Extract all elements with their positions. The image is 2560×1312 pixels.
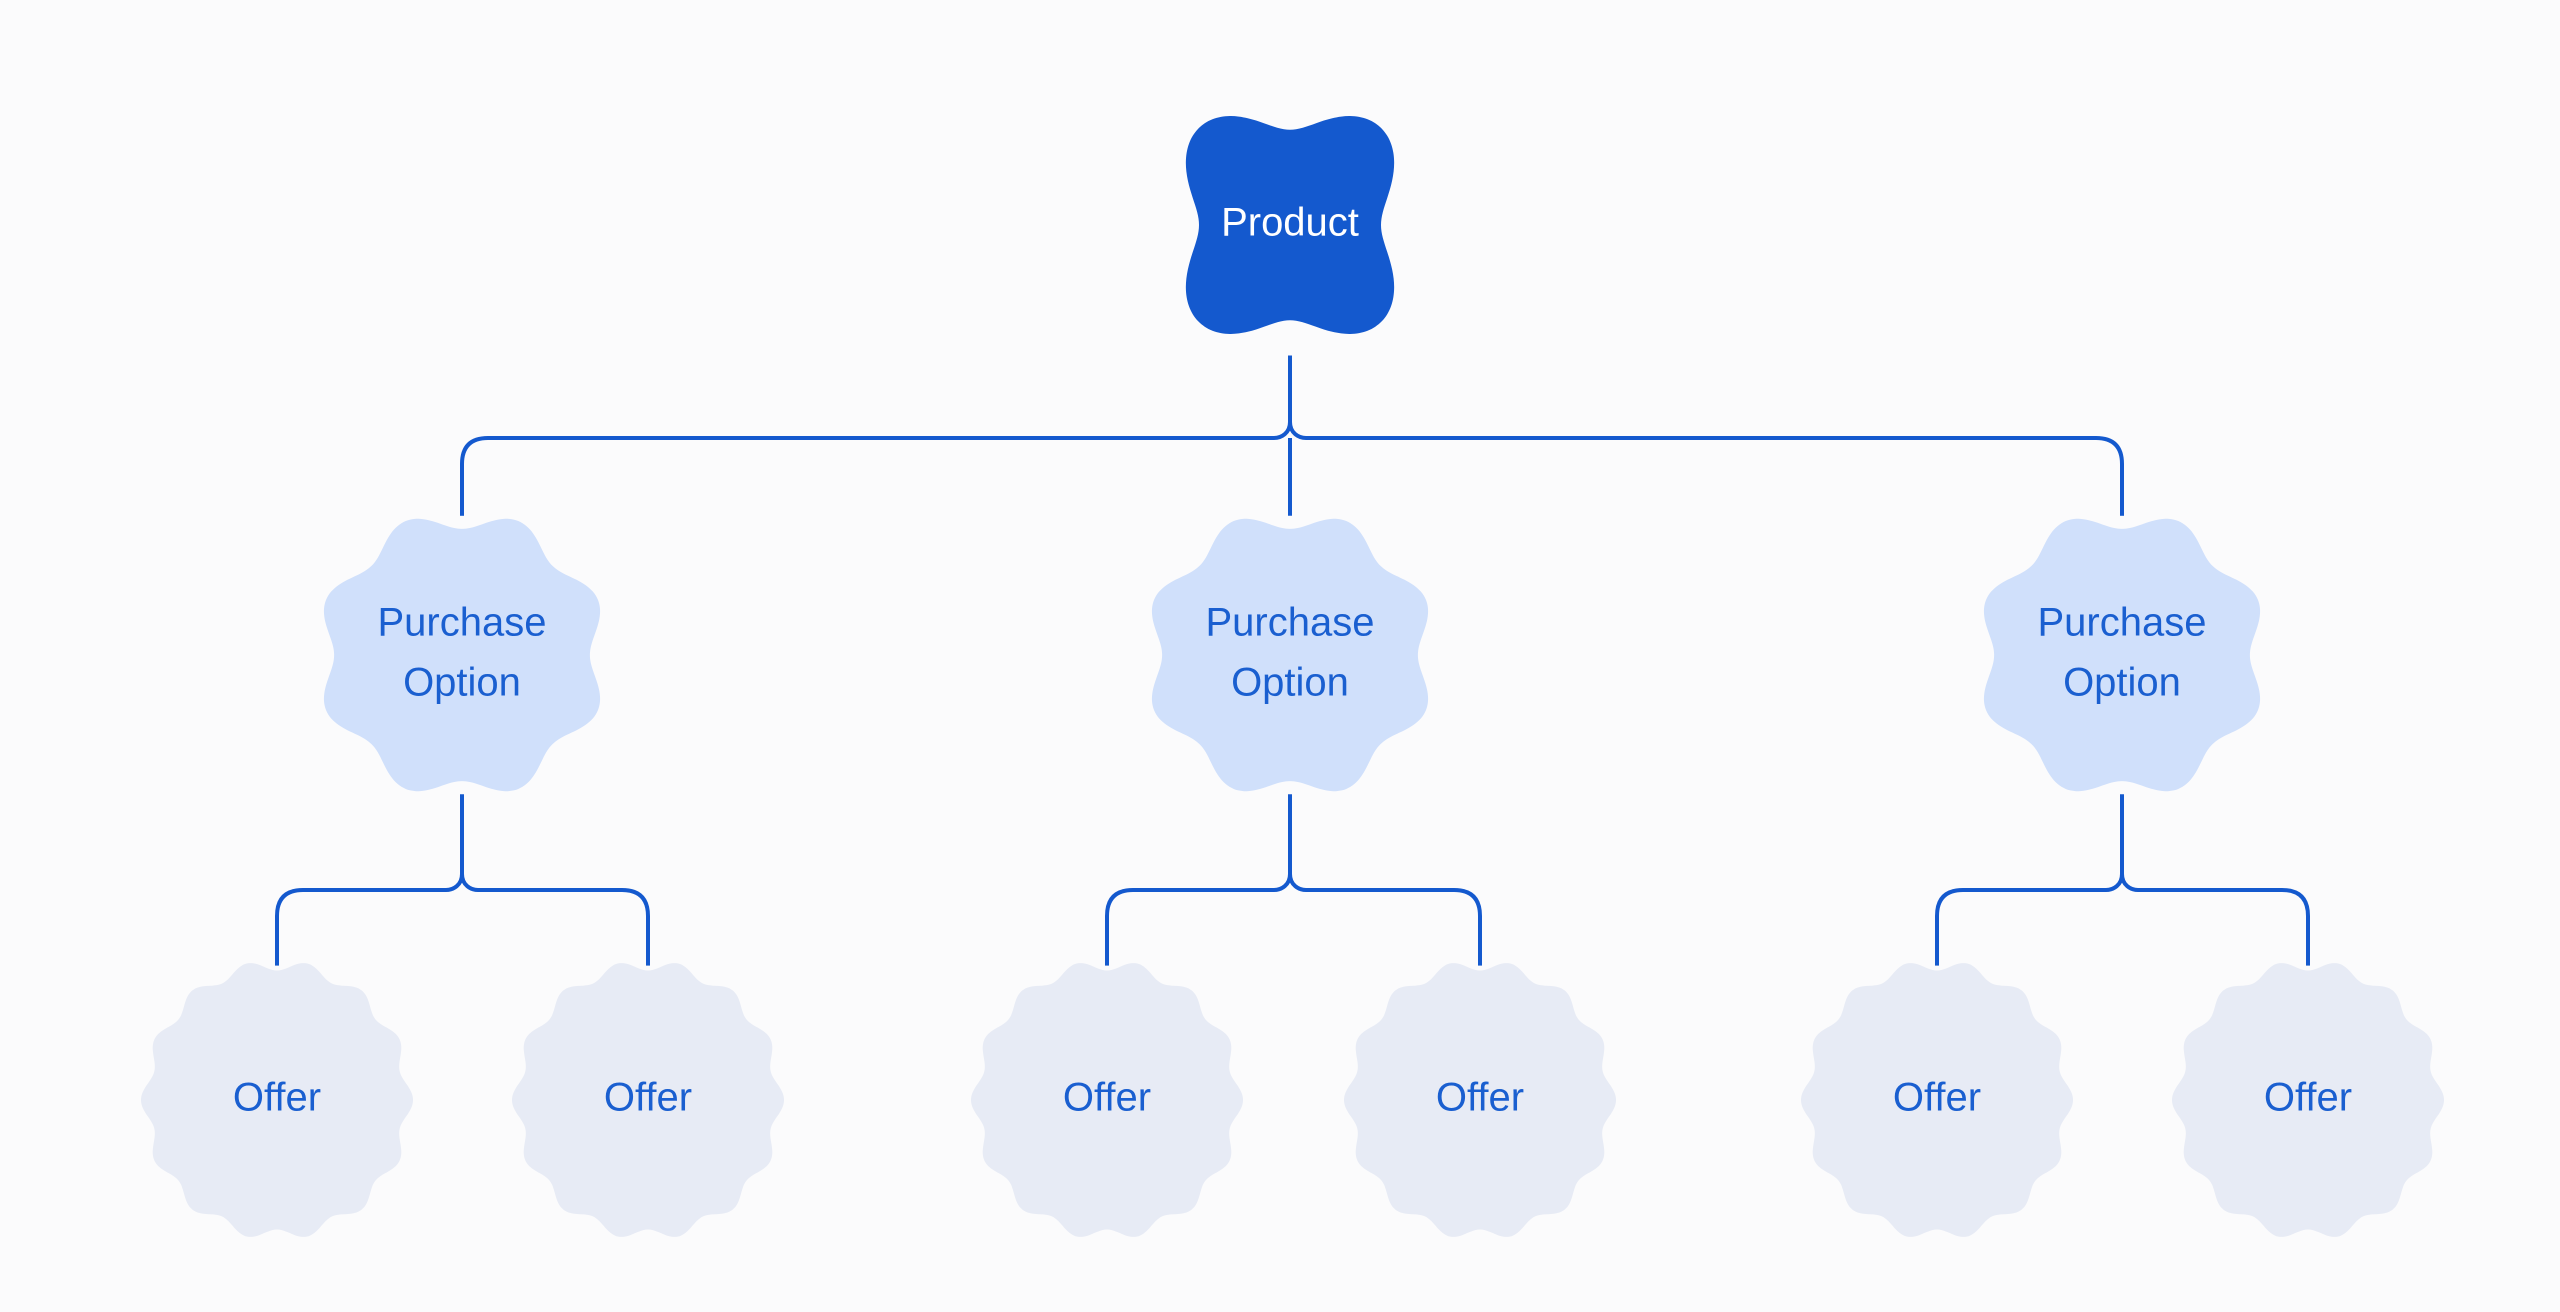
edge-po3-bus-left [1935, 888, 2106, 917]
node-label-purchase-option-2-line1: Purchase [1206, 601, 1375, 645]
edge-po2-bus-left [1105, 888, 1274, 917]
node-shape-purchase-option-2 [1151, 518, 1429, 792]
node-label-offer-2: Offer [604, 1076, 692, 1120]
edge-po2-bus-right [1306, 888, 1482, 917]
edge-po1-bus-right [478, 888, 650, 917]
node-offer-2[interactable]: Offer [512, 963, 784, 1237]
node-label-offer-4: Offer [1436, 1076, 1524, 1120]
edge-product-bus-right [1306, 436, 2124, 465]
node-label-purchase-option-2-line2: Option [1231, 661, 1349, 705]
edge-product-stem-right [1288, 421, 1307, 440]
node-shape-purchase-option-3 [1983, 518, 2261, 792]
edge-product-stem-left [1273, 355, 1292, 440]
edge-po2-stem-left [1273, 794, 1292, 892]
node-offer-6[interactable]: Offer [2172, 963, 2444, 1237]
node-offer-3[interactable]: Offer [971, 963, 1243, 1237]
node-label-offer-3: Offer [1063, 1076, 1151, 1120]
node-label-offer-1: Offer [233, 1076, 321, 1120]
edge-product-bus-left [460, 436, 1274, 465]
node-shape-product [1185, 116, 1395, 334]
edge-po3-stem-right [2120, 873, 2139, 892]
node-shape-offer-3 [971, 963, 1243, 1237]
node-offer-1[interactable]: Offer [141, 963, 413, 1237]
node-label-offer-6: Offer [2264, 1076, 2352, 1120]
node-offer-5[interactable]: Offer [1801, 963, 2073, 1237]
edge-po1-bus-left [275, 888, 446, 917]
node-shape-offer-1 [141, 963, 413, 1237]
node-product[interactable]: Product [1185, 116, 1395, 334]
edge-po3-stem-left [2105, 794, 2124, 892]
node-label-purchase-option-3-line2: Option [2063, 661, 2181, 705]
node-label-purchase-option-1-line2: Option [403, 661, 521, 705]
connector-group [275, 355, 2310, 966]
node-shape-offer-4 [1344, 963, 1616, 1237]
node-label-offer-5: Offer [1893, 1076, 1981, 1120]
edge-po1-stem-left [445, 794, 464, 892]
node-shape-offer-6 [2172, 963, 2444, 1237]
node-label-product: Product [1221, 201, 1359, 245]
edge-po3-bus-right [2138, 888, 2310, 917]
edge-po2-stem-right [1288, 873, 1307, 892]
node-shape-offer-5 [1801, 963, 2073, 1237]
node-label-purchase-option-1-line1: Purchase [378, 601, 547, 645]
node-label-purchase-option-3-line1: Purchase [2038, 601, 2207, 645]
node-offer-4[interactable]: Offer [1344, 963, 1616, 1237]
edge-po1-stem-right [460, 873, 479, 892]
node-shape-offer-2 [512, 963, 784, 1237]
node-shape-purchase-option-1 [323, 518, 601, 792]
node-group: ProductPurchaseOptionPurchaseOptionPurch… [141, 116, 2444, 1237]
